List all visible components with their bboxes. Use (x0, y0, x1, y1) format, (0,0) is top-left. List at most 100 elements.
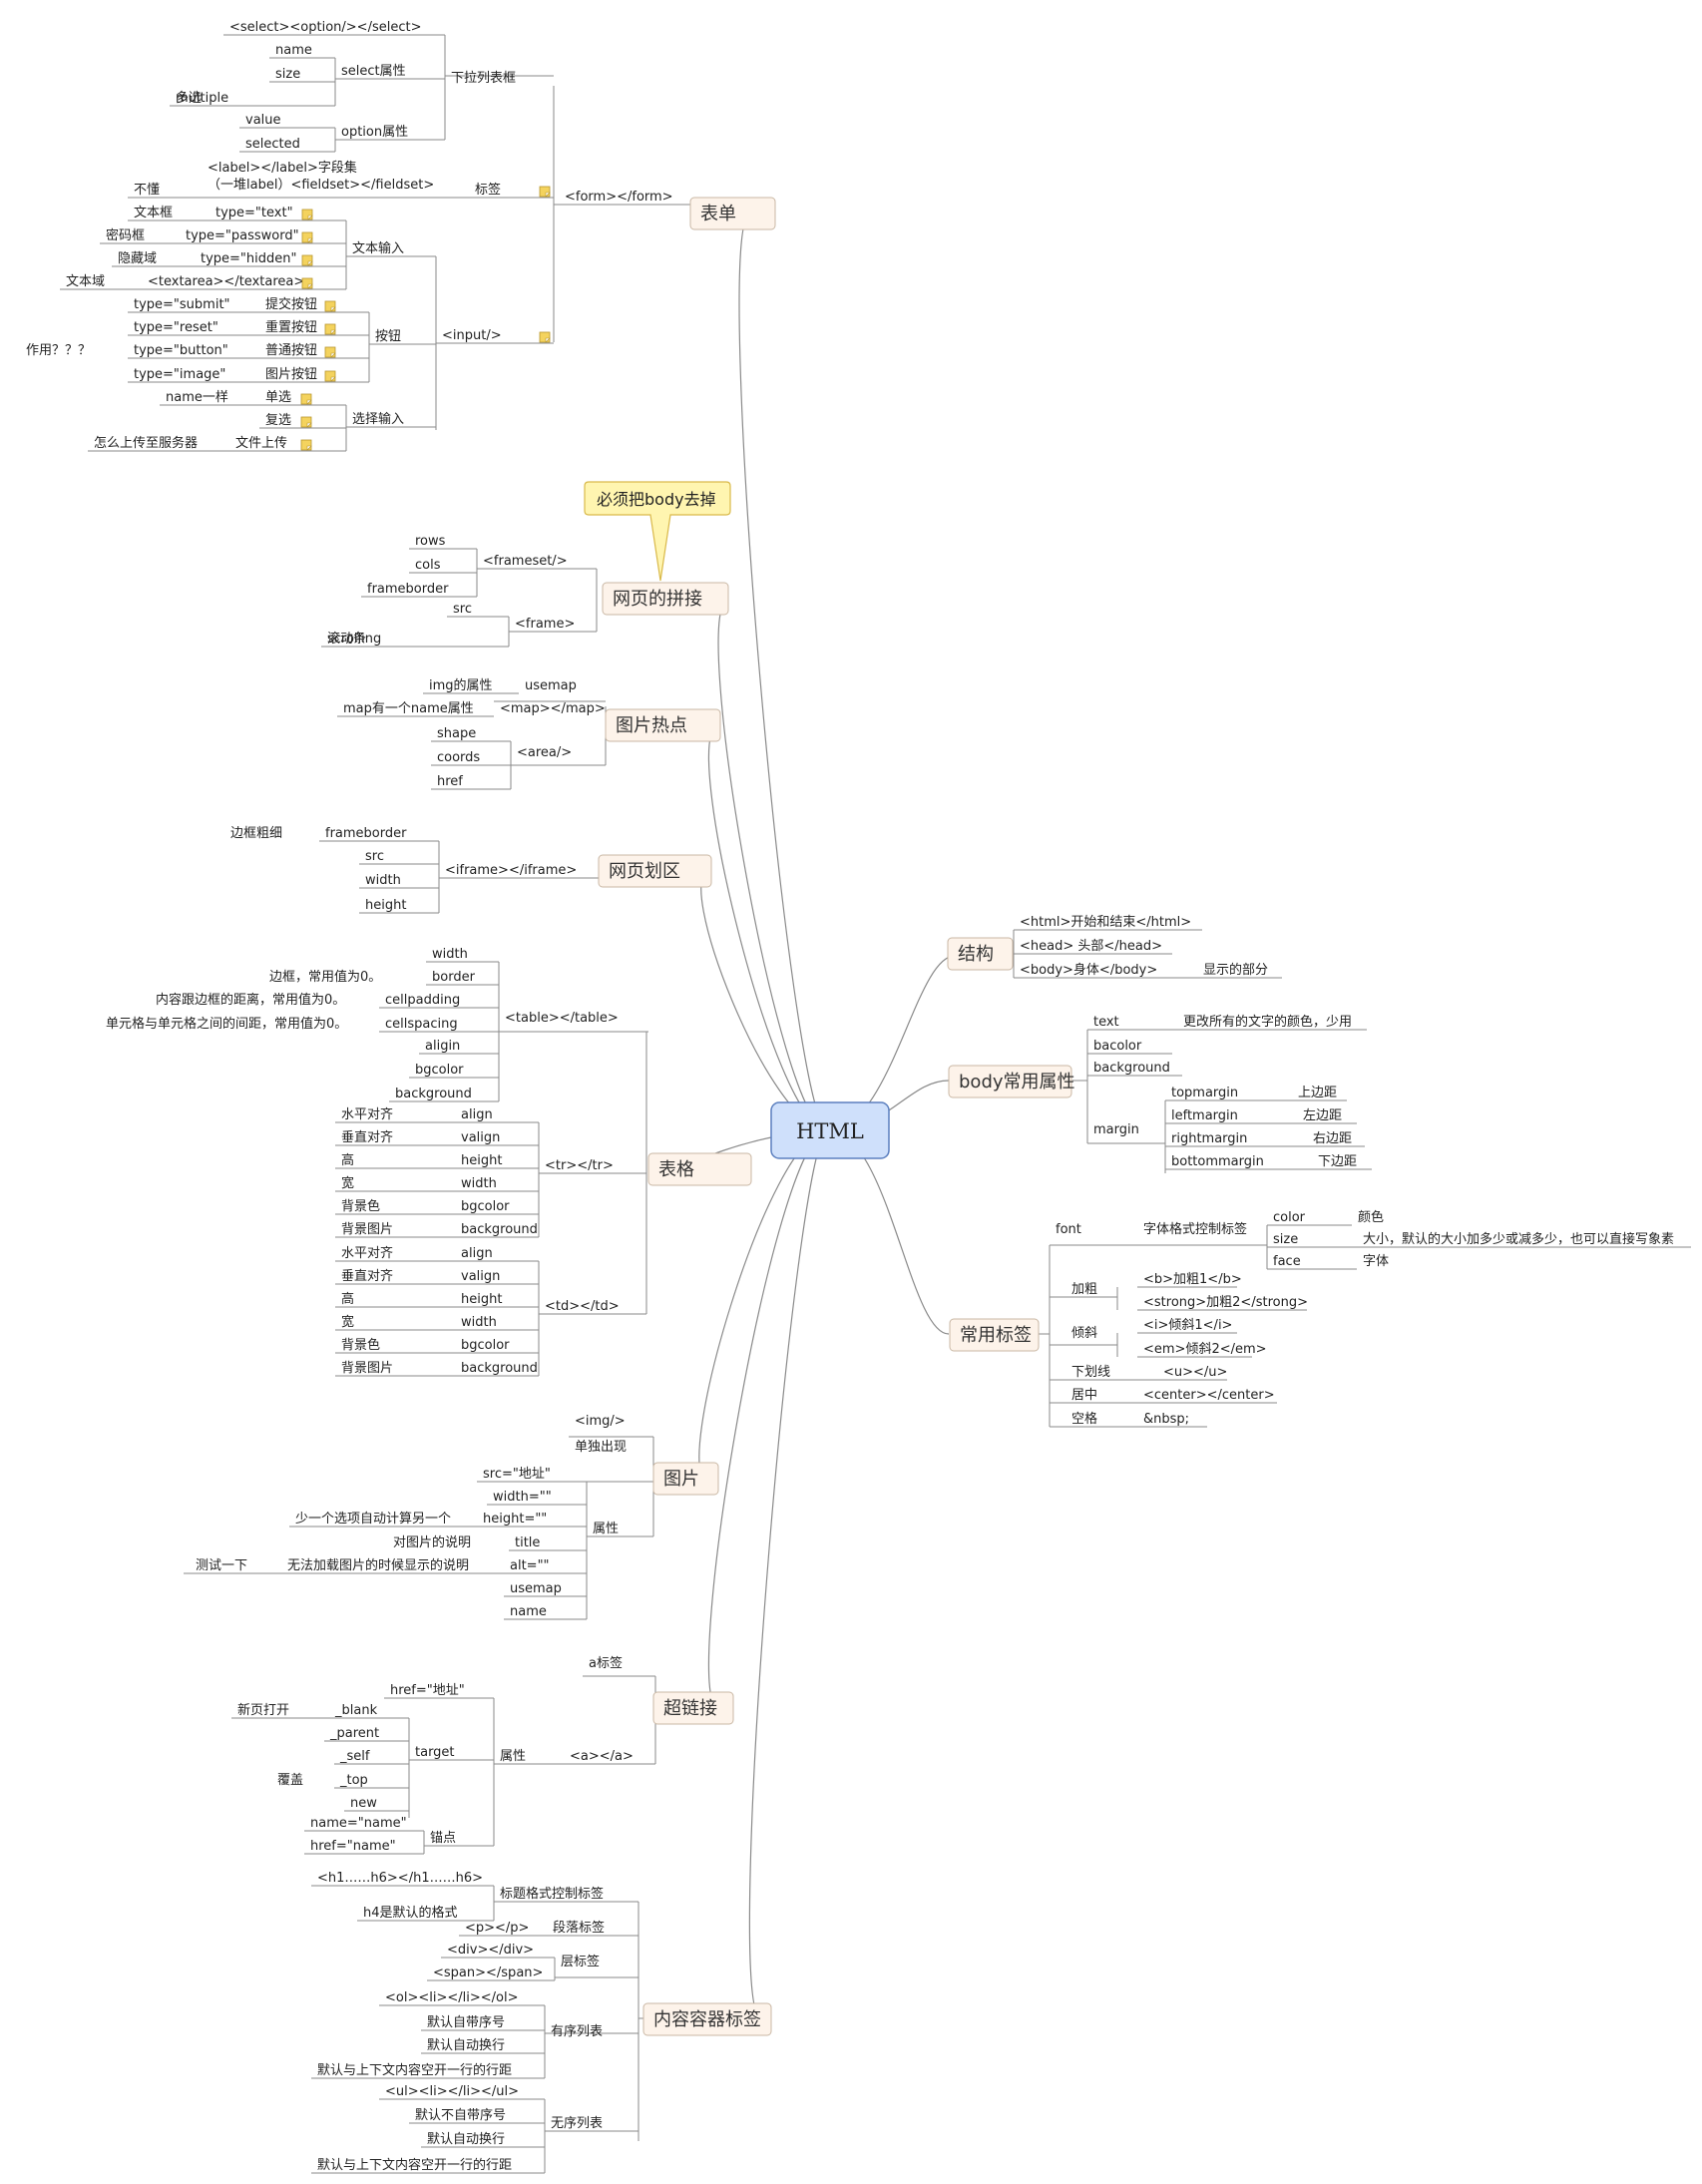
node-auto-calc-note: 少一个选项自动计算另一个 (295, 1512, 451, 1527)
node-bacolor: bacolor (1093, 1039, 1142, 1054)
callout-text: 必须把body去掉 (597, 490, 716, 509)
node-cols: cols (415, 558, 441, 573)
node-password-box: 密码框 (106, 227, 145, 243)
node-map-name-note: map有一个name属性 (343, 701, 474, 716)
node-type-password: type="password" (186, 228, 299, 243)
node-auto-wrap: 默认自动换行 (427, 2037, 505, 2053)
branch-common[interactable]: 常用标签 (949, 1318, 1040, 1352)
node-color-note: 颜色 (1358, 1209, 1384, 1225)
node-bottommargin: bottommargin (1171, 1154, 1264, 1169)
branch-link[interactable]: 超链接 (652, 1691, 734, 1725)
node-form-tag: <form></form> (565, 190, 673, 205)
node-strong-tag: <strong>加粗2</strong> (1143, 1295, 1308, 1310)
node-blank: _blank (334, 1703, 378, 1718)
node-topmargin: topmargin (1171, 1086, 1238, 1100)
node-frameborder: frameborder (325, 826, 407, 841)
node-radio: 单选 (265, 390, 291, 405)
node-multi-note: 多选 (176, 90, 202, 106)
node-name: name (510, 1604, 547, 1619)
node-title: title (515, 1535, 540, 1550)
node-background: background (1093, 1061, 1170, 1076)
node-bgcolor: bgcolor (461, 1199, 510, 1214)
node-attrs: 属性 (500, 1749, 526, 1764)
node-label-line2: （一堆label）<fieldset></fieldset> (208, 178, 434, 193)
note-icon (301, 209, 313, 220)
node-file-upload: 文件上传 (235, 436, 287, 451)
node-anchor: 锚点 (430, 1831, 456, 1846)
node-test-note: 测试一下 (196, 1558, 247, 1573)
branch-container[interactable]: 内容容器标签 (642, 2002, 772, 2036)
node-image-btn: 图片按钮 (265, 367, 317, 382)
node-bg-color: 背景色 (341, 1198, 380, 1214)
branch-structure[interactable]: 结构 (947, 937, 1014, 971)
note-icon (300, 416, 312, 428)
note-icon (539, 331, 551, 343)
node-cellpadding: cellpadding (385, 993, 460, 1008)
branch-label: 表单 (700, 204, 736, 224)
branch-label: body常用属性 (959, 1072, 1075, 1092)
note-icon (301, 277, 313, 289)
node-head-tag: <head> 头部</head> (1020, 939, 1162, 954)
branch-frames[interactable]: 网页的拼接 (602, 582, 729, 616)
node-b-tag: <b>加粗1</b> (1143, 1272, 1242, 1287)
node-alt-note: 无法加载图片的时候显示的说明 (287, 1557, 469, 1573)
node-valign: valign (461, 1269, 500, 1284)
node-bold: 加粗 (1071, 1282, 1097, 1297)
node-height-empty: height="" (483, 1512, 547, 1527)
node-standalone: 单独出现 (575, 1440, 627, 1455)
branch-label: 结构 (958, 944, 994, 965)
node-bg-image: 背景图片 (341, 1361, 393, 1376)
node-line-gap: 默认与上下文内容空开一行的行距 (317, 2062, 512, 2078)
note-icon (300, 393, 312, 405)
node-top: _top (339, 1773, 368, 1788)
node-width: width (365, 873, 401, 888)
node-self: _self (339, 1749, 370, 1764)
node-submit-btn: 提交按钮 (265, 296, 317, 312)
node-type-submit: type="submit" (134, 297, 230, 312)
node-iframe-tag: <iframe></iframe> (445, 863, 577, 878)
node-span-tag: <span></span> (433, 1966, 543, 1980)
node-bg-color: 背景色 (341, 1337, 380, 1353)
node-input-tag: <input/> (442, 328, 502, 343)
node-usemap: usemap (510, 1581, 562, 1596)
node-leftmargin: leftmargin (1171, 1108, 1238, 1123)
node-p-tag: <p></p> (465, 1921, 529, 1936)
node-text: text (1093, 1015, 1119, 1030)
node-line-gap: 默认与上下文内容空开一行的行距 (317, 2157, 512, 2173)
node-wide: 宽 (341, 1314, 354, 1330)
node-textbox: 文本框 (134, 206, 173, 220)
node-nbsp: &nbsp; (1143, 1412, 1189, 1427)
node-cellspacing-note: 单元格与单元格之间的间距，常用值为0。 (106, 1016, 347, 1032)
node-face: face (1273, 1254, 1301, 1269)
branch-imgmap[interactable]: 图片热点 (605, 708, 721, 742)
node-h-align: 水平对齐 (341, 1106, 393, 1122)
node-labels: 下拉列表框<form></form><select><option/></sel… (26, 20, 1674, 2173)
node-text-area-label: 文本域 (66, 274, 105, 289)
node-area-tag: <area/> (517, 745, 572, 760)
node-a-tag: <a></a> (570, 1749, 634, 1764)
node-bg-image: 背景图片 (341, 1222, 393, 1237)
branch-image[interactable]: 图片 (652, 1462, 719, 1496)
node-title-note: 对图片的说明 (393, 1534, 471, 1550)
branch-bodyattrs[interactable]: body常用属性 (948, 1065, 1075, 1098)
node-div-tag: <div></div> (447, 1943, 534, 1958)
note-icon (324, 300, 336, 312)
branch-table[interactable]: 表格 (647, 1152, 752, 1186)
node-src: src (453, 602, 472, 617)
node-coords: coords (437, 750, 480, 765)
node-font-note: 字体格式控制标签 (1143, 1221, 1247, 1237)
node-option-attr: option属性 (341, 125, 408, 140)
node-type-reset: type="reset" (134, 320, 218, 335)
node-wide: 宽 (341, 1175, 354, 1191)
node-ol-tag: <ol><li></li></ol> (385, 1990, 518, 2005)
branch-label: 图片热点 (616, 715, 687, 736)
node-p-group: 段落标签 (553, 1920, 605, 1936)
node-width: width (461, 1176, 497, 1191)
note-icon (324, 323, 336, 335)
branch-iframe[interactable]: 网页划区 (598, 854, 712, 888)
node-border-note: 边框，常用值为0。 (269, 969, 381, 985)
root-node[interactable]: HTML (770, 1101, 890, 1159)
node-href-name: href="name" (310, 1839, 396, 1854)
branch-form[interactable]: 表单 (689, 197, 776, 230)
node-v-align: 垂直对齐 (341, 1268, 393, 1284)
